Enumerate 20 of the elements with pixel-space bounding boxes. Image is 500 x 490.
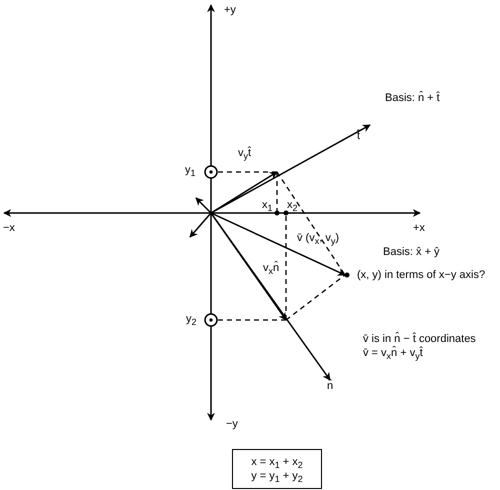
axis-label: x$_{1}$ (262, 199, 273, 212)
axis-label: v̄ = v$_{x}$n̂ + v$_{y}$t̂ (363, 347, 423, 360)
axis-label: x$_{2}$ (287, 199, 298, 212)
axis-label: y$_{1}$ (185, 164, 196, 177)
axis-label: v$_{x}$n̂ (263, 262, 280, 275)
axis-label: y$_{2}$ (186, 313, 197, 326)
formula-box (232, 449, 322, 489)
axis-label: Basis: x̂ + ŷ (383, 246, 440, 259)
axis-label: v$_{y}$t̂ (238, 147, 252, 160)
axis-label: v̄ (v$_{x}$, v$_{y}$) (297, 232, 340, 245)
axis-label: −x (3, 222, 15, 235)
axis-label: +x (413, 222, 425, 235)
formula: y = y$_{1}$ + y$_{2}$ (251, 469, 303, 483)
axis-label: +y (224, 4, 236, 17)
axis-label: Basis: n̂ + t̂ (385, 92, 440, 105)
formula: x = x$_{1}$ + x$_{2}$ (251, 455, 303, 469)
axis-label: −y (226, 418, 238, 431)
axis-label: (x, y) in terms of x−y axis? (357, 269, 486, 282)
axis-label: v̄ is in n̂ − t̂ coordinates (363, 333, 476, 346)
axis-label: t̂ (357, 130, 360, 143)
